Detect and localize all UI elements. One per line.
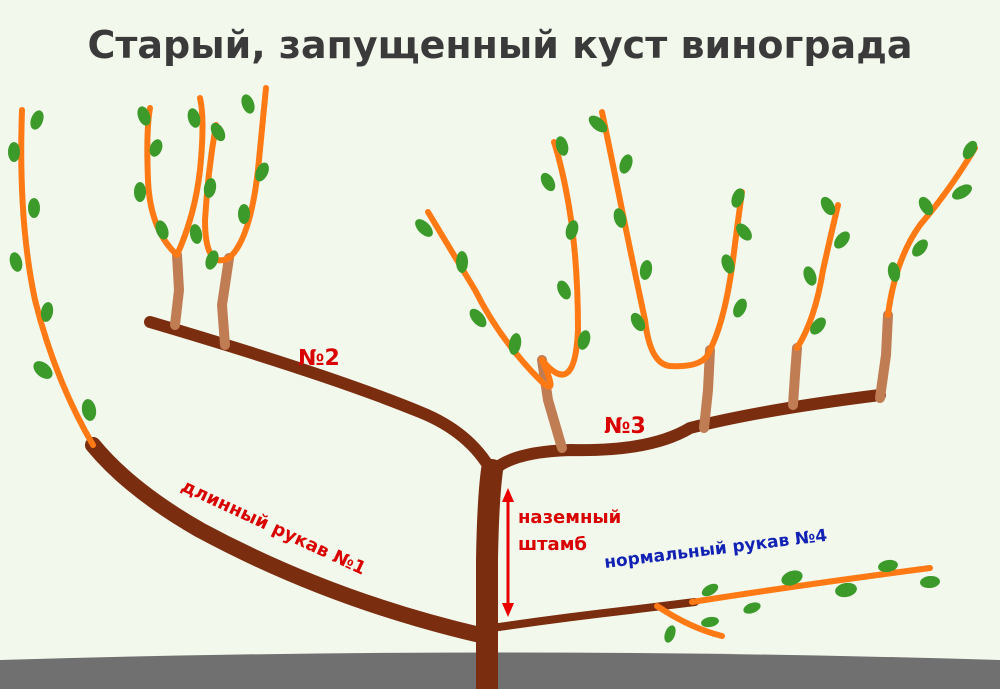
shoot-arm-4-side [654,603,725,639]
arm-4 [488,598,699,632]
shoot [599,109,713,370]
leaf [30,110,44,130]
leaf [555,136,569,156]
leaf [803,266,817,286]
old-shoot-bases [170,250,893,453]
stub [170,250,185,330]
leaf [731,188,745,208]
leaf [920,575,940,589]
stub [875,310,893,403]
leaf [40,302,54,322]
arm-2 [144,316,498,478]
leaf [469,308,487,328]
leaf [187,108,201,128]
leaf [241,94,255,114]
leaf [33,361,53,379]
leaf [238,204,250,224]
leaf [701,616,719,628]
leaf [134,182,146,202]
leaf [210,122,226,142]
leaf [878,559,898,573]
leaf [557,280,571,300]
leaf [733,298,747,318]
leaf [835,582,857,598]
leaf [8,142,20,162]
diagram-title: Старый, запущенный куст винограда [87,23,912,67]
leaf [810,317,826,335]
ground [0,652,1000,689]
shoot [174,95,206,258]
shoot [885,145,978,318]
stub [216,253,234,350]
label-arm-2: №2 [298,346,340,371]
shoot [539,139,581,378]
leaf [149,139,163,157]
label-stem-line1: наземный [518,507,621,528]
leaf [834,231,850,249]
leaf [540,172,556,192]
leaf [203,178,217,198]
leaf [781,570,803,586]
leaf [28,198,40,218]
leaf [565,220,579,240]
stem-height-arrow [502,488,514,617]
leaf [736,223,752,241]
leaf [415,219,433,237]
leaf [9,252,23,272]
leaf [912,239,928,257]
leaf [508,333,522,355]
leaf [613,208,627,228]
leaf [630,312,646,332]
leaf [887,262,901,282]
vine-wood [85,316,886,689]
leaf [205,250,219,270]
leaves [8,94,978,643]
leaf [137,106,151,126]
leaf [456,251,468,273]
leaf [701,583,719,597]
shoot [794,202,841,351]
leaf [255,162,269,182]
trunk [476,459,503,689]
shoot-arm-4 [689,565,933,605]
arm-1 [85,437,488,643]
label-arm-3: №3 [604,414,646,439]
leaf [721,254,735,274]
leaf [820,196,836,216]
leaf [189,224,203,244]
leaf [639,260,653,280]
leaf [664,625,676,643]
stub [788,343,802,410]
shoot [425,209,554,390]
leaf [81,399,97,421]
shoot-arm-1 [18,107,96,448]
leaf [155,220,169,240]
leaf [588,115,608,133]
stub [537,355,567,453]
annual-shoots [18,85,978,639]
arm-3 [486,389,886,478]
leaf [619,154,633,174]
leaf [743,602,761,614]
label-stem-line2: штамб [518,534,587,555]
leaf [918,196,934,216]
leaf [577,330,591,350]
stub [699,345,715,433]
leaf [952,184,972,200]
shoot [707,189,745,353]
label-arm-4: нормальный рукав №4 [603,526,828,573]
leaf [962,140,978,160]
